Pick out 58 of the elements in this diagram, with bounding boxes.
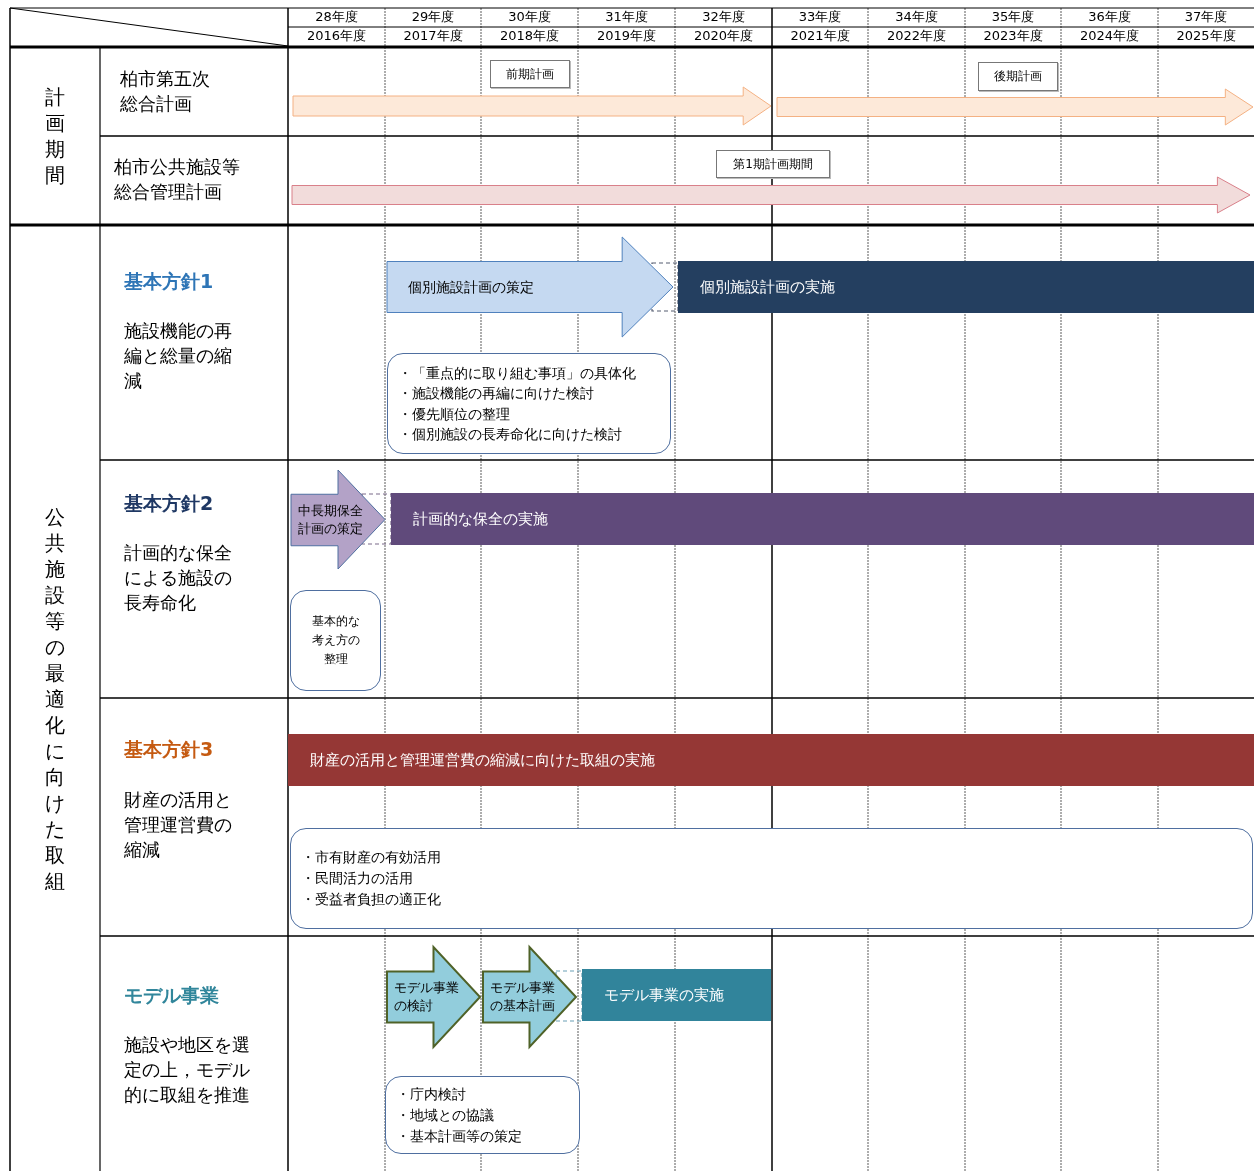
policy-heading: 基本方針2: [124, 491, 215, 516]
row-heading: 計画期間: [44, 84, 66, 189]
timeline-bar: 計画的な保全の実施: [391, 493, 1254, 545]
note-text: ・基本計画等の策定: [396, 1126, 523, 1146]
period-label: 後期計画: [978, 62, 1058, 91]
note-text: ・個別施設の長寿命化に向けた検討: [398, 424, 623, 444]
year-label: 2021年度: [789, 27, 851, 46]
year-label: 2018年度: [498, 27, 561, 46]
year-label: 37年度: [1183, 8, 1229, 27]
year-label: 2016年度: [305, 27, 368, 46]
timeline-bar: モデル事業の実施: [582, 969, 771, 1021]
policy-heading: 基本方針3: [124, 737, 215, 762]
policy-description: 施設や地区を選定の上，モデル的に取組を推進: [124, 1033, 251, 1108]
period-label: 前期計画: [490, 60, 570, 88]
note-text: ・優先順位の整理: [398, 404, 511, 424]
arrow-label: モデル事業の検討: [394, 979, 460, 1015]
arrow-label: 個別施設計画の策定: [408, 277, 535, 297]
year-label: 29年度: [410, 8, 456, 27]
year-label: 2023年度: [982, 27, 1044, 46]
policy-heading: モデル事業: [124, 983, 220, 1008]
timeline-bar: 財産の活用と管理運営費の縮減に向けた取組の実施: [288, 734, 1254, 786]
row-heading: 柏市第五次総合計画: [120, 67, 211, 117]
note-text: ・受益者負担の適正化: [301, 890, 442, 909]
note-box: [387, 353, 671, 454]
year-label: 2017年度: [402, 27, 464, 46]
year-label: 35年度: [990, 8, 1036, 27]
year-label: 2020年度: [692, 27, 755, 46]
note-text: ・民間活力の活用: [301, 869, 414, 888]
note-box: [290, 590, 381, 691]
arrow-label: モデル事業の基本計画: [490, 979, 556, 1015]
period-label: 第1期計画期間: [716, 150, 830, 178]
policy-description: 施設機能の再編と総量の縮減: [124, 319, 233, 394]
year-label: 28年度: [314, 8, 359, 27]
year-label: 32年度: [701, 8, 746, 27]
policy-heading: 基本方針1: [124, 269, 215, 294]
note-text: ・市有財産の有効活用: [301, 848, 442, 867]
year-label: 36年度: [1087, 8, 1132, 27]
year-label: 34年度: [894, 8, 939, 27]
note-text: ・庁内検討: [396, 1084, 467, 1104]
policy-description: 計画的な保全による施設の長寿命化: [124, 541, 233, 616]
note-text: ・「重点的に取り組む事項」の具体化: [398, 364, 637, 383]
row-heading: 公共施設等の最適化に向けた取組: [44, 503, 66, 895]
year-label: 30年度: [507, 8, 552, 27]
year-label: 2024年度: [1078, 27, 1141, 46]
year-label: 2022年度: [885, 27, 948, 46]
policy-description: 財産の活用と管理運営費の縮減: [124, 788, 233, 863]
note-text: ・地域との協議: [396, 1105, 495, 1125]
timeline-bar: 個別施設計画の実施: [678, 261, 1254, 313]
year-label: 33年度: [797, 8, 843, 27]
year-label: 2019年度: [595, 27, 658, 46]
arrow-label: 中長期保全計画の策定: [298, 502, 364, 538]
note-text: ・施設機能の再編に向けた検討: [398, 384, 595, 404]
note-box: [290, 828, 1253, 929]
note-text: 基本的な考え方の整理: [310, 612, 361, 669]
note-box: [385, 1076, 580, 1154]
row-heading: 柏市公共施設等総合管理計画: [114, 155, 241, 205]
year-label: 31年度: [604, 8, 649, 27]
year-label: 2025年度: [1175, 27, 1237, 46]
